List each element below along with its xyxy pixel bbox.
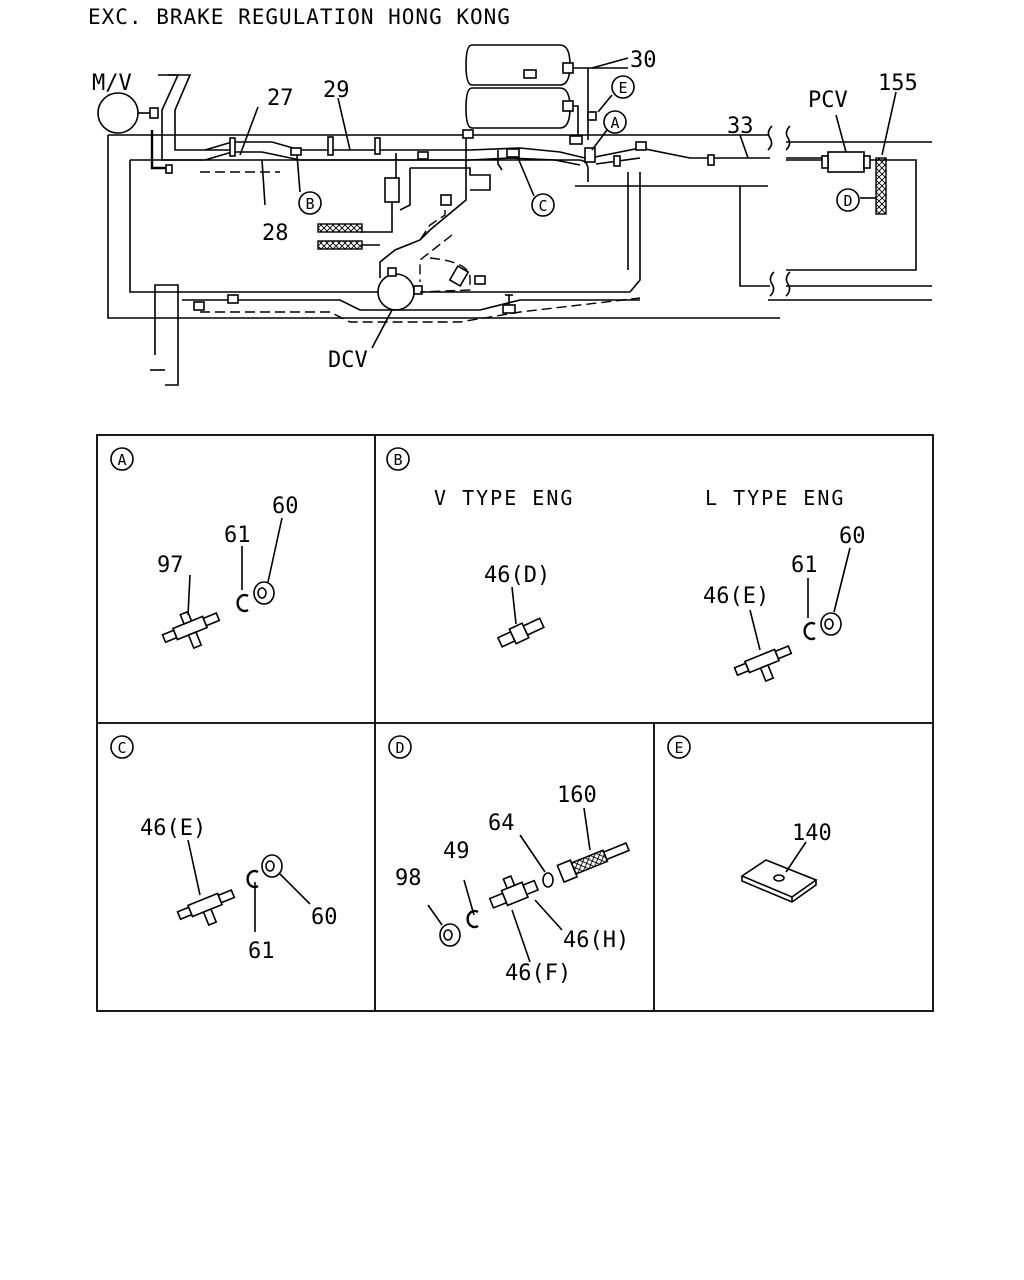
callout-d-overview: D — [836, 188, 860, 212]
svg-text:C: C — [117, 739, 126, 757]
label-46e-c: 46(E) — [140, 816, 206, 841]
straight-fitting-46d — [496, 617, 545, 648]
callout-e-overview: E — [611, 75, 635, 99]
label-160: 160 — [557, 783, 597, 808]
dcv-valve — [377, 257, 486, 311]
svg-text:D: D — [843, 192, 852, 210]
panel-d-letter: D — [388, 735, 412, 759]
nut-60-c — [261, 854, 283, 878]
clip-61-c — [246, 869, 259, 889]
label-29: 29 — [323, 78, 350, 103]
panel-c-letter: C — [110, 735, 134, 759]
callout-a-overview: A — [603, 110, 627, 134]
detail-panel-e: E 140 — [667, 735, 832, 903]
svg-text:E: E — [674, 739, 683, 757]
overview-diagram: M/V — [92, 44, 932, 386]
detail-panel-a: A 97 61 60 — [110, 447, 299, 650]
label-33: 33 — [727, 114, 754, 139]
label-61-c: 61 — [248, 939, 275, 964]
diagram-title: EXC. BRAKE REGULATION HONG KONG — [88, 5, 511, 29]
label-64: 64 — [488, 811, 515, 836]
nut-60-b — [820, 612, 842, 636]
label-28: 28 — [262, 221, 289, 246]
hose-160 — [556, 842, 631, 884]
label-61-b: 61 — [791, 553, 818, 578]
label-60-b: 60 — [839, 524, 866, 549]
label-140: 140 — [792, 821, 832, 846]
detail-panel-b: B V TYPE ENG L TYPE ENG 46(D) 46(E) — [386, 447, 866, 683]
svg-text:A: A — [610, 114, 619, 132]
svg-text:B: B — [305, 195, 314, 213]
tee-fitting-46e-c — [176, 889, 236, 927]
callout-c-overview: C — [531, 193, 555, 217]
clip-61-a — [236, 593, 249, 613]
label-46e-b: 46(E) — [703, 584, 769, 609]
panel-b-letter: B — [386, 447, 410, 471]
detail-grid — [96, 434, 934, 1012]
label-mv: M/V — [92, 71, 132, 96]
mv-tank — [97, 92, 159, 134]
label-46h: 46(H) — [563, 928, 629, 953]
label-61-a: 61 — [224, 523, 251, 548]
label-155: 155 — [878, 71, 918, 96]
svg-text:B: B — [393, 451, 402, 469]
tee-fitting-46e-b — [733, 645, 793, 683]
svg-text:C: C — [538, 197, 547, 215]
heading-v-type: V TYPE ENG — [434, 486, 574, 510]
nut-98 — [439, 923, 461, 947]
panel-a-letter: A — [110, 447, 134, 471]
label-49: 49 — [443, 839, 470, 864]
svg-text:E: E — [618, 79, 627, 97]
svg-text:D: D — [395, 739, 404, 757]
detail-panel-c: C 46(E) 61 60 — [110, 735, 338, 964]
label-60-c: 60 — [311, 905, 338, 930]
callout-b-overview: B — [298, 191, 322, 215]
label-pcv: PCV — [808, 88, 848, 113]
cross-fitting-97 — [161, 610, 221, 650]
label-dcv: DCV — [328, 348, 368, 373]
chassis-frame — [107, 125, 932, 319]
ring-64 — [542, 872, 554, 888]
fitting-46f — [488, 875, 540, 909]
clip-61-b — [803, 621, 816, 641]
svg-text:A: A — [117, 451, 126, 469]
pcv-valve — [821, 151, 871, 173]
plate-140 — [740, 859, 818, 903]
label-46d: 46(D) — [484, 563, 550, 588]
panel-e-letter: E — [667, 735, 691, 759]
label-27: 27 — [267, 86, 294, 111]
heading-l-type: L TYPE ENG — [705, 486, 845, 510]
label-98: 98 — [395, 866, 422, 891]
air-tanks — [465, 44, 628, 145]
label-97: 97 — [157, 553, 184, 578]
label-30: 30 — [630, 48, 657, 73]
clip-49 — [466, 909, 479, 929]
label-60-a: 60 — [272, 494, 299, 519]
nut-60-a — [253, 581, 275, 605]
detail-panel-d: D 98 49 64 160 46( — [388, 735, 631, 986]
label-46f: 46(F) — [505, 961, 571, 986]
